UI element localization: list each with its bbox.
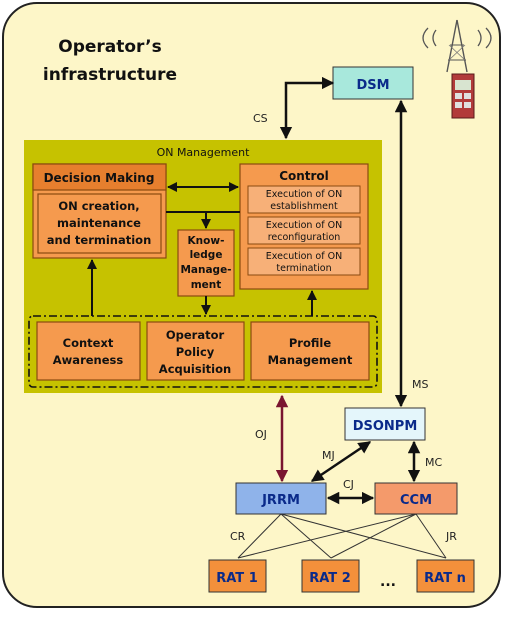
mj-label: MJ [322, 449, 335, 462]
context-line-1: Context [63, 336, 114, 350]
knowledge-line-2: ledge [190, 249, 223, 261]
context-awareness-box: Context Awareness [36, 321, 141, 381]
on-creation-line-2: maintenance [57, 216, 141, 230]
jr-label: JR [445, 530, 457, 543]
on-creation-line-3: and termination [47, 233, 152, 247]
rat-n-label: RAT n [424, 571, 466, 586]
dsm-node: DSM [332, 66, 414, 100]
mc-label: MC [425, 456, 442, 469]
rat-2-label: RAT 2 [309, 571, 351, 586]
cs-label: CS [253, 112, 268, 125]
control-title: Control [279, 169, 329, 183]
rat-1-node: RAT 1 [208, 559, 267, 593]
jrrm-label: JRRM [261, 493, 300, 508]
profile-line-2: Management [268, 353, 353, 367]
title-line-2: infrastructure [43, 65, 177, 85]
antenna-tower-icon [422, 19, 492, 119]
context-line-2: Awareness [53, 353, 124, 367]
jrrm-node: JRRM [235, 482, 327, 515]
cj-label: CJ [343, 478, 354, 491]
rat-n-node: RAT n [416, 559, 475, 593]
mj-link [310, 440, 372, 483]
cs-link [279, 76, 335, 140]
operator-policy-line-1: Operator [166, 328, 225, 342]
operator-policy-line-3: Acquisition [159, 362, 231, 376]
decision-making-box: Decision Making ON creation, maintenance… [32, 163, 167, 259]
cr-label: CR [230, 530, 246, 543]
dsonpm-node: DSONPM [344, 407, 426, 441]
ms-label: MS [412, 378, 428, 391]
control-item-3-line-2: termination [276, 263, 331, 274]
control-item-1-line-2: establishment [270, 201, 338, 212]
dsonpm-label: DSONPM [353, 419, 418, 434]
control-box: Control Execution of ON establishment Ex… [239, 163, 369, 290]
operator-policy-line-2: Policy [176, 345, 215, 359]
ccm-label: CCM [400, 493, 432, 508]
rat-links [237, 513, 447, 559]
knowledge-line-4: ment [191, 279, 222, 291]
control-item-3-line-1: Execution of ON [266, 251, 342, 262]
rat-ellipsis: ... [380, 574, 396, 590]
rat-1-label: RAT 1 [216, 571, 258, 586]
control-item-2-line-1: Execution of ON [266, 220, 342, 231]
operator-policy-box: Operator Policy Acquisition [146, 321, 245, 381]
decision-making-title: Decision Making [44, 171, 155, 185]
dsm-label: DSM [356, 78, 389, 93]
profile-management-box: Profile Management [250, 321, 370, 381]
ccm-node: CCM [374, 482, 458, 515]
profile-line-1: Profile [289, 336, 331, 350]
oj-label: OJ [255, 428, 267, 441]
on-management-title: ON Management [157, 146, 251, 159]
title-line-1: Operator’s [58, 37, 162, 57]
rat-2-node: RAT 2 [301, 559, 360, 593]
control-item-2-line-2: reconfiguration [268, 232, 341, 243]
knowledge-line-1: Know- [188, 235, 225, 247]
knowledge-line-3: Manage- [180, 264, 231, 276]
knowledge-management-box: Know- ledge Manage- ment [177, 229, 235, 297]
on-creation-line-1: ON creation, [58, 199, 139, 213]
control-item-1-line-1: Execution of ON [266, 189, 342, 200]
